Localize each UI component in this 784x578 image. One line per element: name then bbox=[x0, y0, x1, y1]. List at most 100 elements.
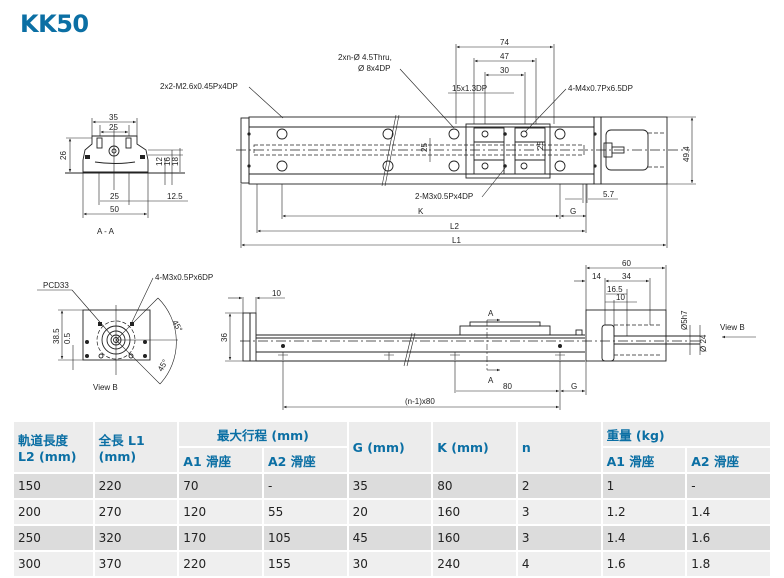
dim-50: 50 bbox=[110, 205, 119, 214]
cell-n: 3 bbox=[517, 526, 601, 550]
table-row: 300 370 220 155 30 240 4 1.6 1.8 bbox=[14, 552, 770, 576]
dim-30: 30 bbox=[500, 66, 509, 75]
section-mark-top: A bbox=[488, 309, 494, 318]
header-weight-a1: A1 滑座 bbox=[602, 448, 686, 472]
cell-k: 80 bbox=[433, 474, 516, 498]
page-title: KK50 bbox=[20, 10, 89, 38]
technical-drawing: 35 25 26 12 16 18 25 12.5 50 A - A bbox=[37, 38, 756, 410]
dim-60: 60 bbox=[622, 259, 631, 268]
section-mark-bottom: A bbox=[488, 376, 494, 385]
dim-25-top: 25 bbox=[109, 123, 118, 132]
dim-80: 80 bbox=[503, 382, 512, 391]
dim-12-5: 12.5 bbox=[167, 192, 183, 201]
section-view-a-a: 35 25 26 12 16 18 25 12.5 50 A - A bbox=[59, 113, 188, 236]
callout-counterbore: 15x1.3DP bbox=[452, 84, 487, 93]
side-view: A A 10 36 80 (n-1)x80 G 60 1 bbox=[220, 259, 756, 410]
dim-26: 26 bbox=[59, 151, 68, 160]
dim-47: 47 bbox=[500, 52, 509, 61]
dim-g-side: G bbox=[571, 382, 577, 391]
angle-45-lower: 45° bbox=[156, 358, 170, 373]
header-k: K (mm) bbox=[433, 422, 516, 472]
cell-weight-a2: 1.8 bbox=[687, 552, 770, 576]
angle-45-upper: 45° bbox=[170, 319, 184, 334]
dim-49-4: 49.4 bbox=[682, 146, 691, 162]
cell-weight-a2: 1.6 bbox=[687, 526, 770, 550]
dim-12: 12 bbox=[155, 157, 164, 166]
callout-pcd: PCD33 bbox=[43, 281, 69, 290]
table-header-row: 軌道長度 L2 (mm) 全長 L1 (mm) 最大行程 (mm) G (mm)… bbox=[14, 422, 770, 472]
section-label: A - A bbox=[97, 227, 115, 236]
dim-k: K bbox=[418, 207, 424, 216]
callout-slider-tap: 4-M4x0.7Px6.5DP bbox=[568, 84, 633, 93]
header-total-length-line1: 全長 L1 bbox=[98, 433, 145, 448]
table-row: 250 320 170 105 45 160 3 1.4 1.6 bbox=[14, 526, 770, 550]
cell-stroke-a2: - bbox=[263, 474, 347, 498]
table-subheader-row: A1 滑座 A2 滑座 A1 滑座 A2 滑座 bbox=[14, 448, 770, 472]
cell-g: 45 bbox=[348, 526, 432, 550]
cell-weight-a1: 1 bbox=[602, 474, 686, 498]
header-rail-length: 軌道長度 L2 (mm) bbox=[14, 422, 93, 472]
cell-g: 30 bbox=[348, 552, 432, 576]
cell-weight-a1: 1.4 bbox=[602, 526, 686, 550]
cell-k: 240 bbox=[433, 552, 516, 576]
cell-g: 35 bbox=[348, 474, 432, 498]
header-g: G (mm) bbox=[348, 422, 432, 472]
cell-weight-a1: 1.2 bbox=[602, 500, 686, 524]
cell-n: 2 bbox=[517, 474, 601, 498]
dim-38-5: 38.5 bbox=[52, 328, 61, 344]
callout-thru-hole-2: Ø 8x4DP bbox=[358, 64, 390, 73]
cell-stroke-a2: 55 bbox=[263, 500, 347, 524]
header-stroke-a1: A1 滑座 bbox=[179, 448, 262, 472]
view-b-label: View B bbox=[93, 383, 118, 392]
dim-l2: L2 bbox=[450, 222, 459, 231]
cell-weight-a1: 1.6 bbox=[602, 552, 686, 576]
cell-l1: 220 bbox=[94, 474, 178, 498]
callout-center-tap: 2-M3x0.5Px4DP bbox=[415, 192, 473, 201]
header-max-stroke: 最大行程 (mm) bbox=[179, 422, 347, 446]
dim-l1: L1 bbox=[452, 236, 461, 245]
header-total-length-line2: (mm) bbox=[98, 449, 137, 464]
view-b-arrow-label: View B bbox=[720, 323, 745, 332]
header-rail-length-line1: 軌道長度 bbox=[18, 433, 69, 448]
cell-stroke-a1: 170 bbox=[179, 526, 262, 550]
cell-stroke-a1: 120 bbox=[179, 500, 262, 524]
dim-35: 35 bbox=[109, 113, 118, 122]
dim-18: 18 bbox=[171, 157, 180, 166]
table-row: 150 220 70 - 35 80 2 1 - bbox=[14, 474, 770, 498]
dim-25-bottom: 25 bbox=[110, 192, 119, 201]
dim-flange-diameter: Ø 24 bbox=[699, 334, 708, 352]
cell-l2: 150 bbox=[14, 474, 93, 498]
callout-view-b-tap: 4-M3x0.5Px6DP bbox=[155, 273, 213, 282]
dim-16: 16 bbox=[163, 157, 172, 166]
cell-k: 160 bbox=[433, 526, 516, 550]
dim-10-right: 10 bbox=[616, 293, 625, 302]
header-weight: 重量 (kg) bbox=[602, 422, 770, 446]
top-view: 74 47 30 15x1.3DP 2x2-M2.6x0.45Px4DP 2xn… bbox=[160, 38, 696, 248]
dim-25-left: 25 bbox=[420, 143, 429, 152]
cell-n: 3 bbox=[517, 500, 601, 524]
header-total-length: 全長 L1 (mm) bbox=[94, 422, 178, 472]
dim-34: 34 bbox=[622, 272, 631, 281]
cell-stroke-a2: 105 bbox=[263, 526, 347, 550]
dim-pitch: (n-1)x80 bbox=[405, 397, 435, 406]
header-weight-a2: A2 滑座 bbox=[687, 448, 770, 472]
cell-k: 160 bbox=[433, 500, 516, 524]
cell-l1: 320 bbox=[94, 526, 178, 550]
cell-g: 20 bbox=[348, 500, 432, 524]
header-rail-length-line2: L2 (mm) bbox=[18, 449, 77, 464]
dim-14: 14 bbox=[592, 272, 601, 281]
dim-74: 74 bbox=[500, 38, 509, 47]
dim-16-5: 16.5 bbox=[607, 285, 623, 294]
header-stroke-a2: A2 滑座 bbox=[263, 448, 347, 472]
cell-stroke-a2: 155 bbox=[263, 552, 347, 576]
cell-l2: 300 bbox=[14, 552, 93, 576]
dim-g-top: G bbox=[570, 207, 576, 216]
dim-0-5: 0.5 bbox=[63, 332, 72, 344]
dim-25-right: 25 bbox=[536, 141, 545, 150]
dim-shaft-diameter: Ø5h7 bbox=[680, 310, 689, 330]
cell-l1: 270 bbox=[94, 500, 178, 524]
dim-36: 36 bbox=[220, 333, 229, 342]
cell-l2: 250 bbox=[14, 526, 93, 550]
cell-stroke-a1: 220 bbox=[179, 552, 262, 576]
cell-weight-a2: 1.4 bbox=[687, 500, 770, 524]
